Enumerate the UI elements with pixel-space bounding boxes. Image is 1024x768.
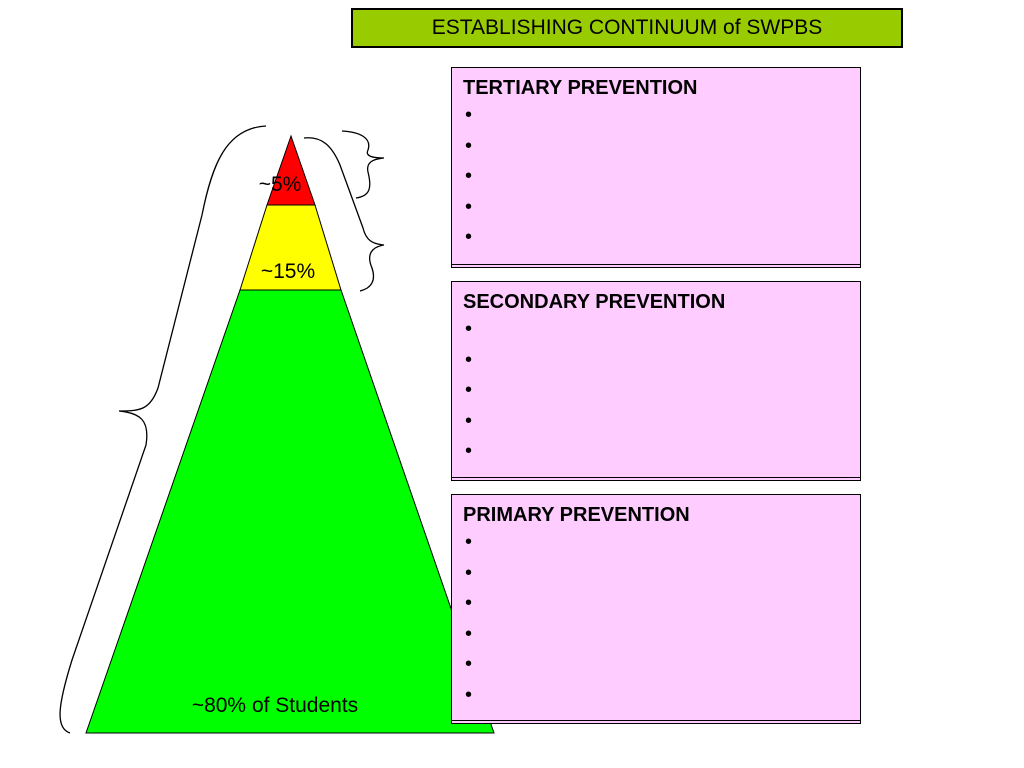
panel-heading: TERTIARY PREVENTION: [463, 77, 698, 99]
bullet-item: [463, 436, 849, 467]
pyramid-tier-tertiary: [266, 134, 316, 206]
bullet-list: [463, 100, 849, 253]
bullet-item: [463, 345, 849, 376]
bullet-list: [463, 314, 849, 467]
pyramid-tier-primary: [85, 289, 495, 734]
bullet-item: [463, 558, 849, 589]
right-brace-tertiary: [341, 130, 385, 199]
bullet-item: [463, 161, 849, 192]
bullet-item: [463, 680, 849, 711]
bullet-list: [463, 527, 849, 710]
tier-label-secondary: ~15%: [261, 260, 315, 283]
bullet-item: [463, 649, 849, 680]
bullet-item: [463, 314, 849, 345]
bullet-item: [463, 131, 849, 162]
primary-prevention-panel: PRIMARY PREVENTION: [451, 494, 861, 724]
tertiary-prevention-panel: TERTIARY PREVENTION: [451, 67, 861, 268]
bullet-item: [463, 619, 849, 650]
secondary-prevention-panel: SECONDARY PREVENTION: [451, 281, 861, 481]
panel-heading: PRIMARY PREVENTION: [463, 504, 690, 526]
bullet-item: [463, 406, 849, 437]
bullet-item: [463, 222, 849, 253]
bullet-item: [463, 588, 849, 619]
left-brace-all-students: [59, 125, 267, 734]
right-brace-secondary: [303, 137, 385, 292]
tier-label-primary: ~80% of Students: [192, 694, 358, 717]
bullet-item: [463, 527, 849, 558]
tier-label-tertiary: ~5%: [259, 173, 302, 196]
bullet-item: [463, 100, 849, 131]
bullet-item: [463, 192, 849, 223]
bullet-item: [463, 375, 849, 406]
slide-title: ESTABLISHING CONTINUUM of SWPBS: [351, 8, 903, 48]
panel-heading: SECONDARY PREVENTION: [463, 291, 726, 313]
